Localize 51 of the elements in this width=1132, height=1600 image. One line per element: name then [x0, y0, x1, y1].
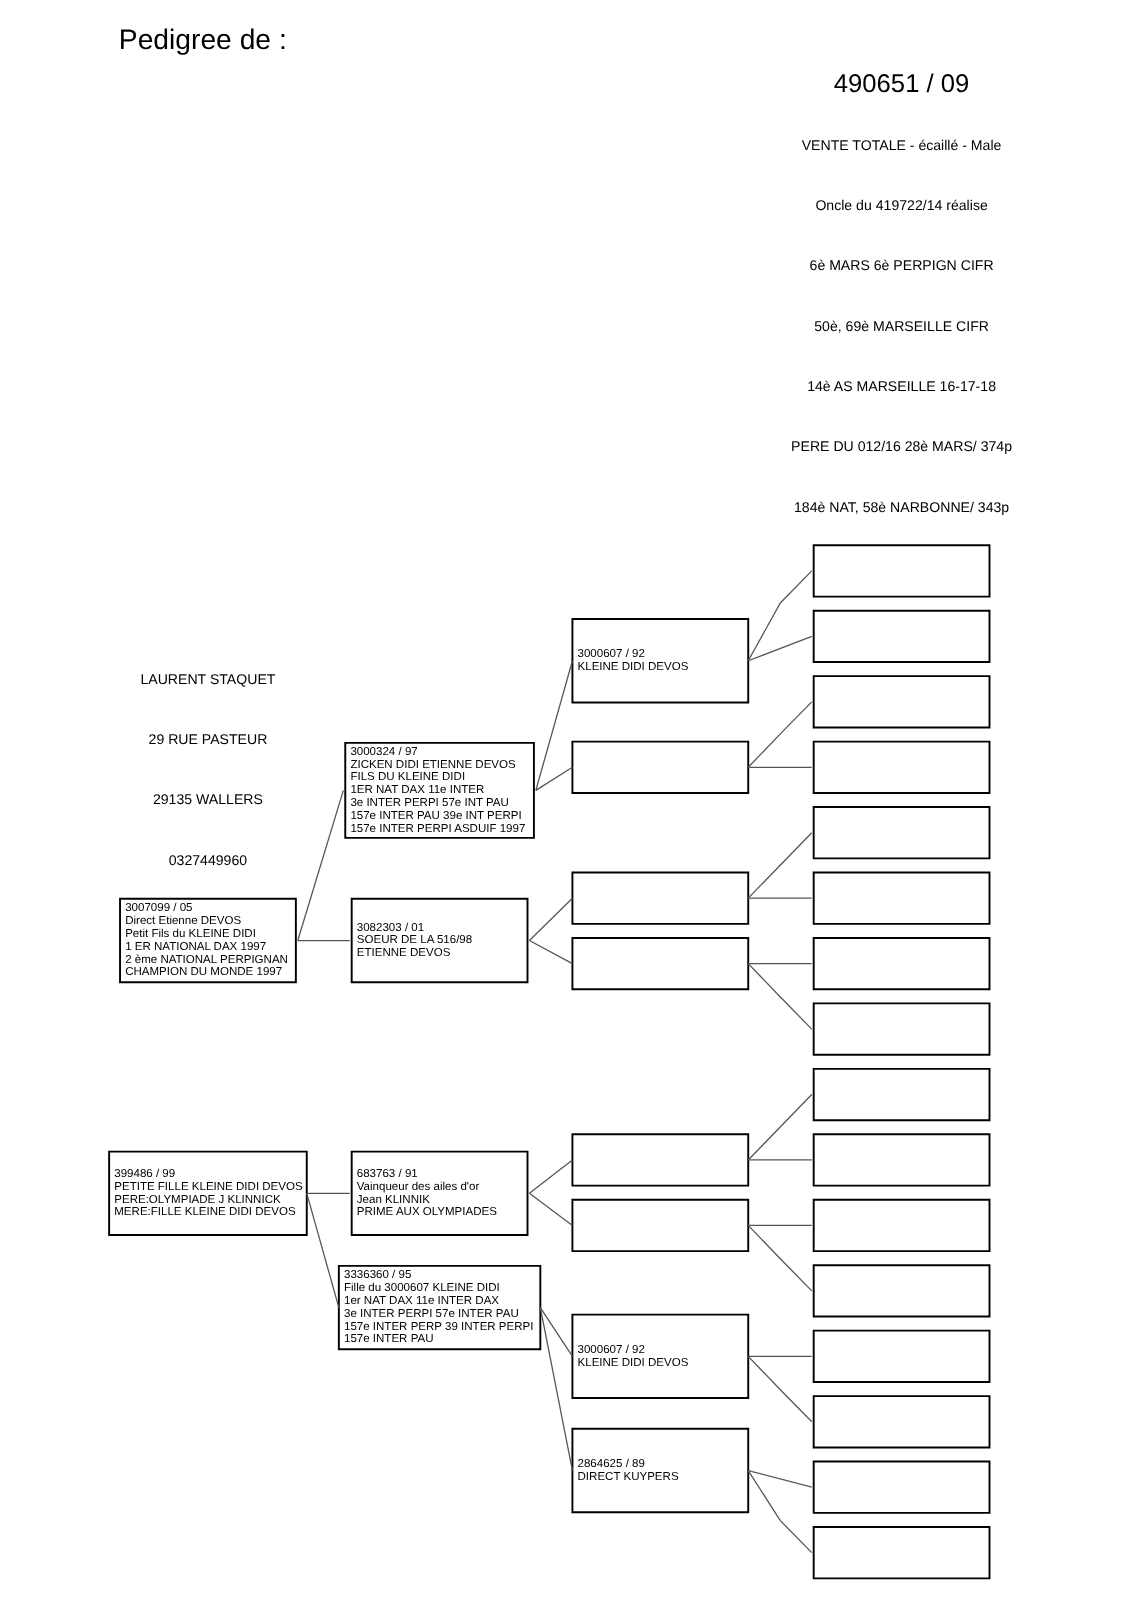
node-box [812, 1002, 991, 1056]
node-box [571, 1133, 750, 1187]
connector [747, 701, 813, 768]
connector [747, 1224, 813, 1227]
node-box [812, 544, 991, 598]
connector [747, 1093, 813, 1161]
connector [539, 1306, 574, 1357]
connector [306, 1192, 340, 1309]
connector [297, 939, 351, 942]
connector [747, 832, 813, 899]
connector [747, 570, 813, 662]
connector [747, 635, 813, 662]
node-box [812, 1395, 991, 1449]
connector [528, 1159, 574, 1194]
connector [528, 1192, 574, 1227]
node-box [812, 1329, 991, 1383]
node-box [571, 740, 750, 794]
node-box [812, 1133, 991, 1187]
connector [747, 766, 813, 768]
node-box [571, 871, 750, 925]
connector [528, 939, 574, 965]
connector [747, 1355, 813, 1423]
connector [747, 897, 813, 899]
node-box [812, 1460, 991, 1514]
connector [747, 1469, 813, 1488]
connector [535, 766, 574, 791]
node-box [812, 871, 991, 925]
label: 490651 / 09 [833, 68, 970, 99]
node-box [812, 1264, 991, 1318]
node-box [812, 609, 991, 663]
connector [747, 1469, 813, 1554]
node-box [812, 675, 991, 729]
node-box [812, 1198, 991, 1253]
connector [535, 660, 574, 791]
connector [297, 789, 344, 942]
connector [747, 1224, 813, 1292]
connector [306, 1192, 351, 1194]
node-box [571, 937, 750, 991]
connector [747, 1355, 813, 1357]
connector [539, 1306, 574, 1472]
connector [528, 897, 574, 942]
node-box [812, 740, 991, 794]
diagram-title: Pedigree de : [118, 23, 287, 56]
connector [747, 1159, 813, 1161]
connector [747, 963, 813, 965]
node-box [571, 1198, 750, 1253]
node-box [812, 937, 991, 991]
connector [747, 963, 813, 1030]
node-box [812, 1067, 991, 1122]
node-box [812, 806, 991, 860]
node-box [812, 1526, 991, 1580]
